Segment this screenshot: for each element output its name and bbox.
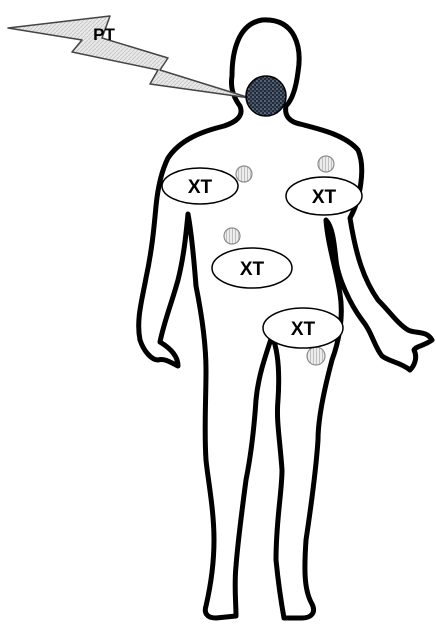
primary-tumor-label: PT: [93, 25, 115, 44]
xenograft-site-left-chest: XT: [286, 177, 362, 215]
xenograft-label: XT: [188, 177, 213, 198]
small-nodule-marker: [224, 228, 240, 244]
lightning-bolt-icon: [8, 16, 250, 98]
xenograft-label: XT: [291, 319, 316, 340]
xenograft-label: XT: [240, 259, 265, 280]
xenograft-site-right-chest: XT: [162, 168, 238, 204]
small-nodule-marker: [318, 156, 334, 172]
primary-tumor-mass: [246, 76, 286, 116]
xenograft-site-abdomen: XT: [212, 248, 292, 288]
xenograft-site-hip: XT: [263, 308, 343, 348]
small-nodule-marker: [236, 166, 252, 182]
xenograft-label: XT: [312, 187, 337, 208]
small-nodule-marker: [307, 347, 325, 365]
